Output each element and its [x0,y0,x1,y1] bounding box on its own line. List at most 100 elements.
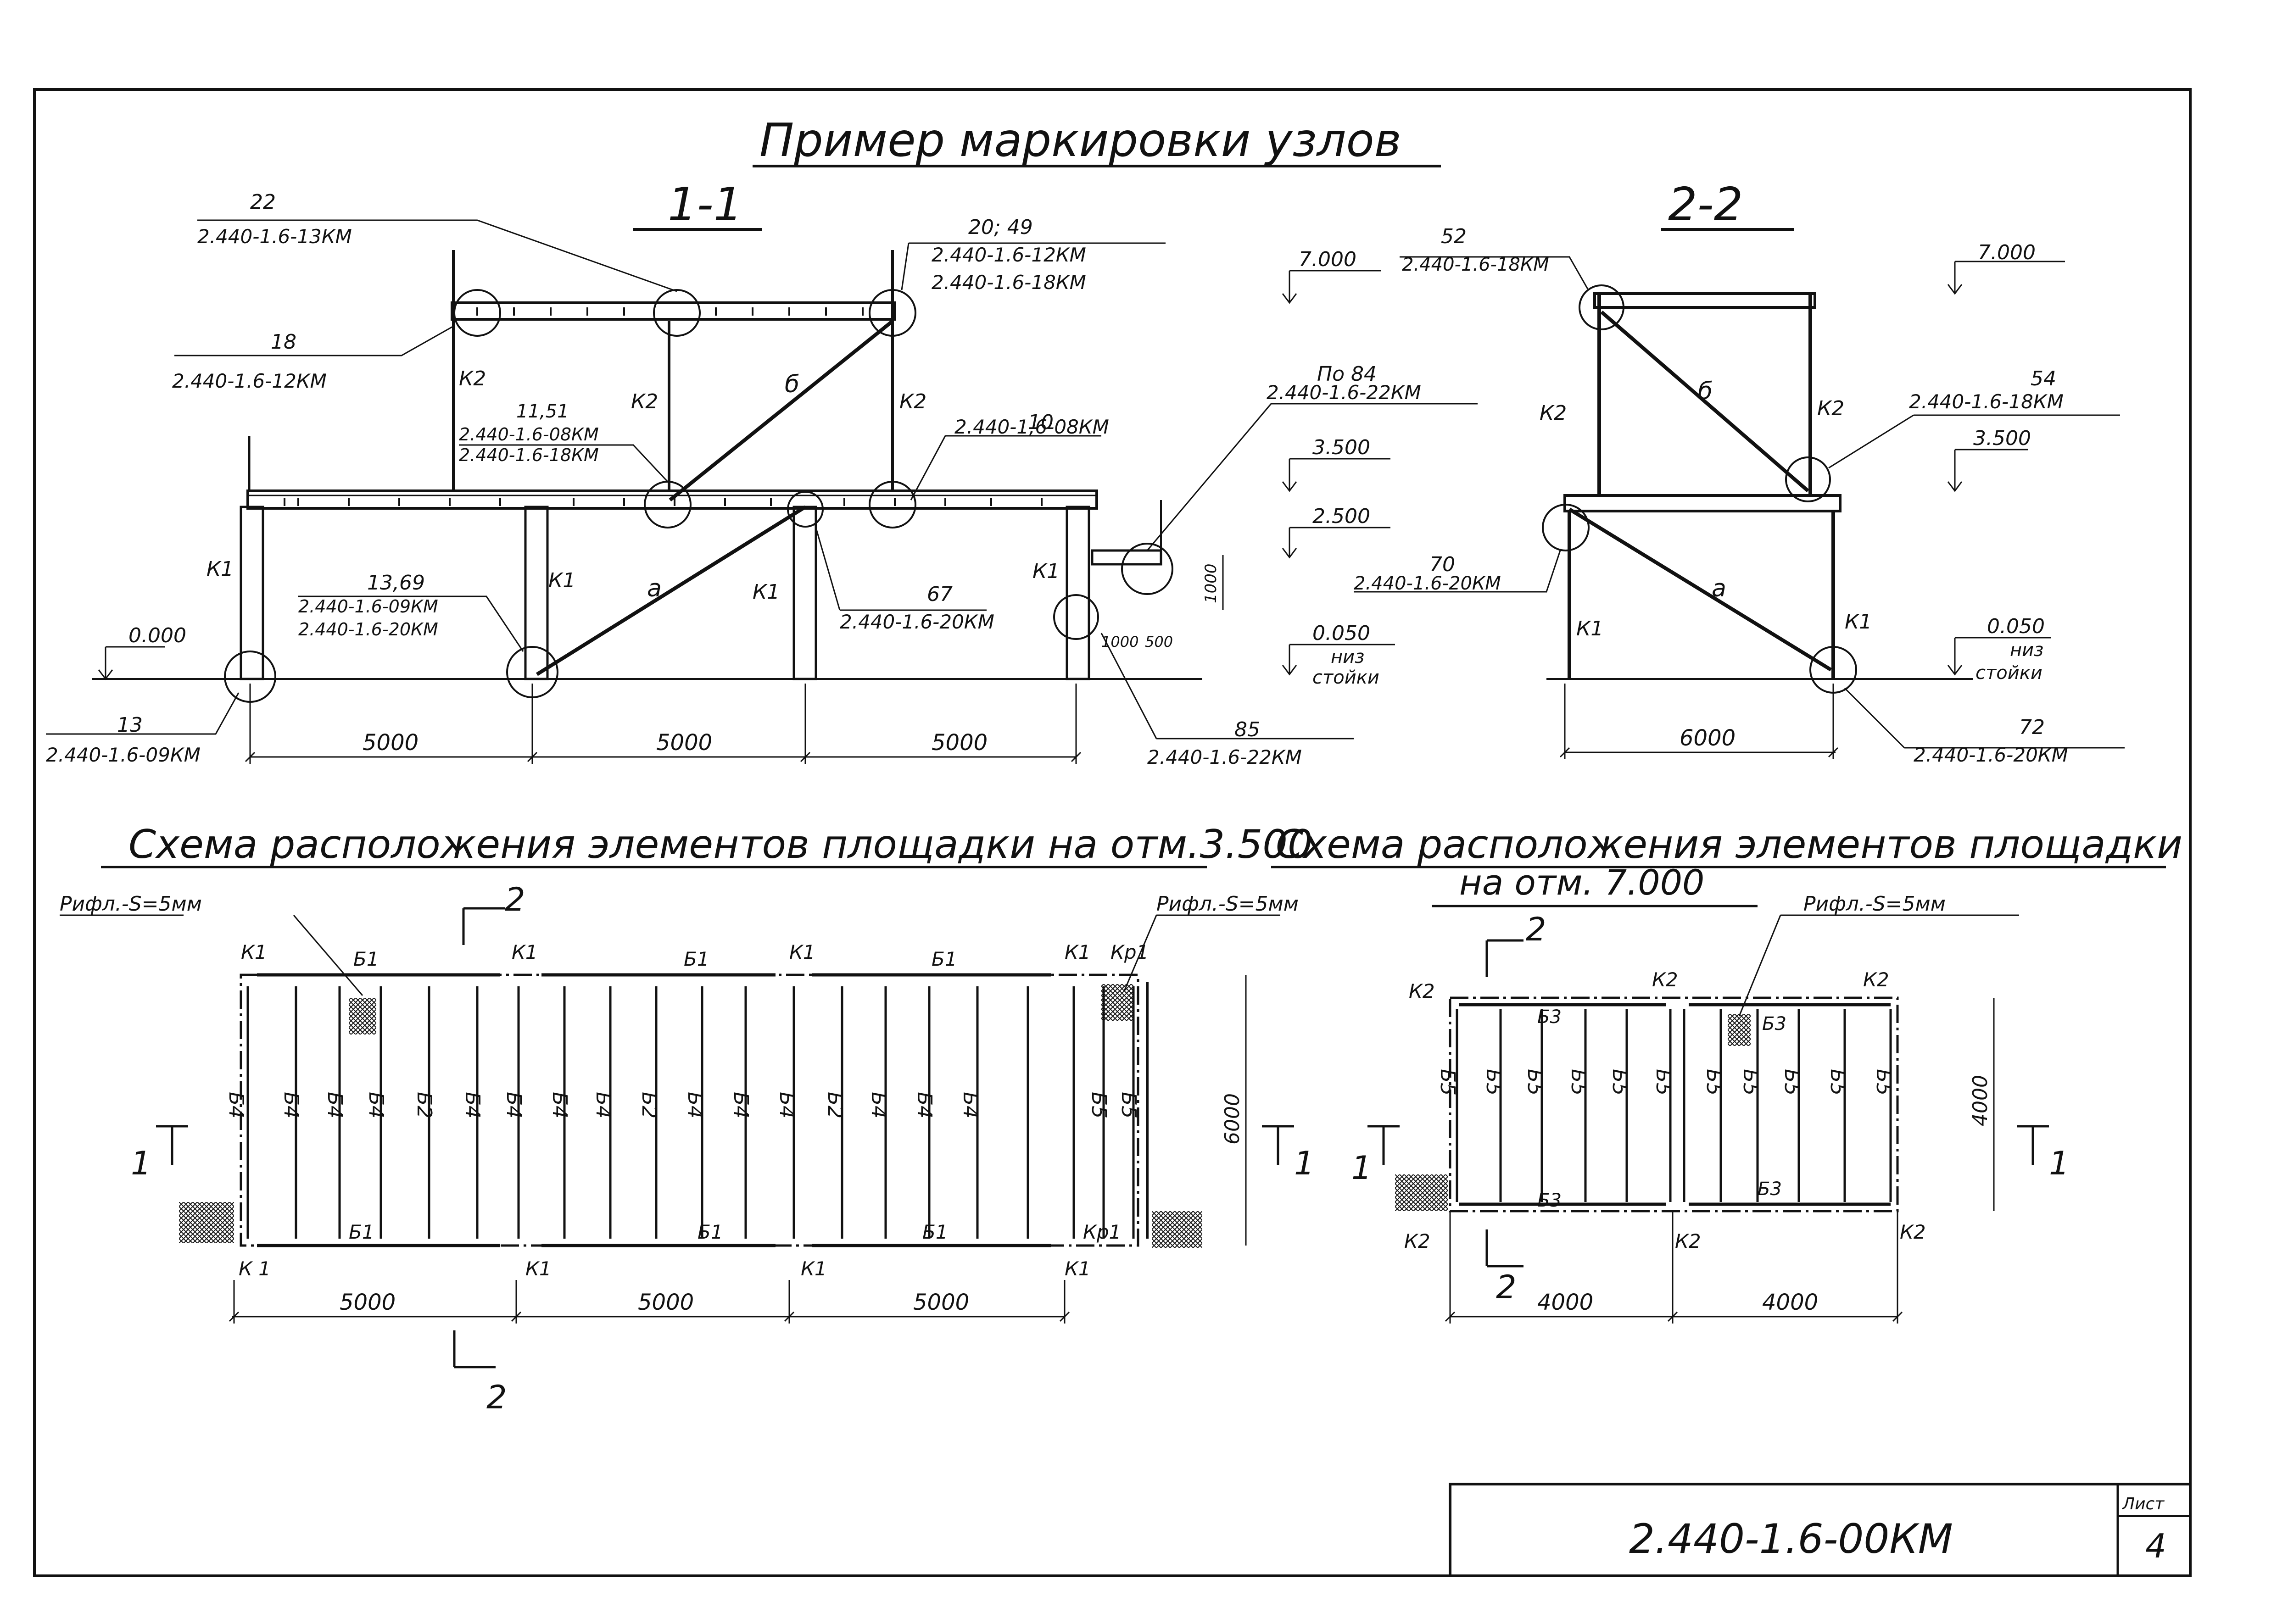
beam-label-b3: Б3 [1758,1179,1782,1200]
cut-label-2: 2 [505,881,525,918]
dim-span: 4000 [1537,1290,1593,1315]
col-label-k1: К1 [801,1257,827,1280]
member-label-a: а [1712,575,1726,602]
beam-label: Б5 [1117,1092,1140,1118]
beam-label: Б4 [461,1092,484,1118]
beam-label: Б4 [867,1092,890,1118]
beam-label-b3: Б3 [1762,1013,1786,1034]
col-label-k2: К2 [1900,1221,1926,1243]
ref-code: 2.440-1.6-09КМ [298,596,438,617]
sheet-label: Лист [2121,1495,2165,1513]
section-2-2-heading: 2-2 [1668,178,1743,231]
cut-label-2: 2 [486,1379,507,1416]
col-label-k2: К2 [1409,980,1435,1002]
ref-num: 54 [2031,367,2056,390]
beam-label-b1: Б1 [698,1221,723,1243]
beam-label: Б2 [413,1092,436,1118]
dim-label: 1000 [1202,563,1220,603]
dim-span: 5000 [340,1290,396,1315]
member-label-k1: К1 [1032,560,1060,583]
dim-label: 1000 [1101,633,1138,651]
beam-label: Б4 [548,1092,571,1118]
col-label-k1: К1 [512,941,538,963]
member-label-k1: К1 [1845,610,1872,634]
elevation-0000: 0.000 [128,624,186,647]
member-label-k2: К2 [459,367,486,390]
col-label-k2: К2 [1863,968,1889,991]
cut-label-1: 1 [131,1145,151,1182]
member-label-k2: К2 [1817,397,1844,420]
hatch-note: Рифл.-S=5мм [60,892,202,916]
beam-label: Б5 [1702,1069,1725,1096]
beam-label: Б4 [775,1092,798,1118]
beam-label: Б4 [323,1092,346,1118]
beam-label: Б5 [1436,1069,1459,1096]
elevation-3500: 3.500 [1973,427,2031,450]
ref-num: 22 [250,190,276,214]
dim-depth: 4000 [1969,1075,1992,1126]
plan-7000-title-2: на отм. 7.000 [1459,862,1704,903]
ref-code: 2.440-1.6-09КМ [46,744,201,766]
ref-num: По 84 [1317,362,1377,386]
ref-code: 2.440-1.6-12КМ [172,370,327,392]
elevation-note: низ [1331,646,1364,667]
beam-label: Б5 [1523,1069,1546,1096]
beam-label: Б5 [1780,1069,1803,1096]
ref-code: 2.440-1.6-20КМ [840,611,994,633]
stair-hatch [1152,1211,1202,1248]
platform-beam-7000 [1593,292,1816,309]
stair-landing [1091,549,1162,566]
col-label-k1: К1 [789,941,815,963]
beam-label-b1: Б1 [922,1221,948,1243]
section-2-2: 2-2 52 2.440-1.6-18КМ 54 2.440-1.6-18КМ [1354,178,2125,766]
col-label-kr1: Кр1 [1111,941,1149,963]
member-label-k2: К2 [631,390,658,413]
drawing-title: Пример маркировки узлов [759,113,1401,167]
brace-b [1600,310,1809,493]
col-label-k2: К2 [1652,968,1678,991]
brace-a [1568,507,1832,672]
checker-plate-hatch [349,998,376,1034]
cut-label-2: 2 [1496,1268,1517,1306]
column-k1 [524,506,549,680]
hatch-note: Рифл.-S=5мм [1156,892,1299,916]
beam-label-b1: Б1 [349,1221,374,1243]
beam-label: Б4 [729,1092,753,1118]
beam-label-b1: Б1 [684,948,709,970]
stair-hatch [1395,1174,1448,1211]
platform-beam-7000 [451,301,896,321]
platform-beam-3500 [246,489,1098,510]
beam-label: Б4 [364,1092,388,1118]
beam-label: Б4 [502,1092,525,1118]
beam-label: Б4 [279,1092,303,1118]
ref-code: 2.440-1.6-20КМ [1914,744,2068,766]
ref-code: 2.440-1.6-20КМ [298,619,438,640]
member-label-k2: К2 [899,390,926,413]
beam-label: Б4 [959,1092,982,1118]
column-k1 [1066,506,1090,680]
dim-label: 500 [1145,633,1173,651]
beam-label: Б5 [1567,1069,1590,1096]
elevation-7000: 7.000 [1299,248,1356,271]
dim-span: 5000 [638,1290,694,1315]
checker-plate-hatch [1728,1014,1751,1046]
cut-label-2: 2 [1526,911,1546,948]
col-label-k2: К2 [1404,1230,1430,1252]
ref-code: 2.440-1.6-13КМ [197,225,352,248]
ref-code: 2.440-1.6-20КМ [1354,573,1501,594]
elevation-2500: 2.500 [1312,505,1370,528]
beam-label: Б4 [592,1092,615,1118]
beam-label: Б5 [1087,1092,1111,1118]
beam-label: Б5 [1482,1069,1505,1096]
elevation-note: низ [2010,640,2043,661]
sheet-number: 4 [2145,1527,2166,1565]
cut-label-1: 1 [2049,1145,2070,1182]
ref-code: 2.440-1.6-22КМ [1147,746,1302,768]
beam-label: Б5 [1652,1069,1675,1096]
ref-code: 2.440-1.6-12КМ [932,244,1086,266]
elevation-0050: 0.050 [1312,622,1370,645]
member-label-b: б [1698,378,1713,405]
member-label-b: б [785,371,799,398]
elevation-7000: 7.000 [1978,241,2036,264]
